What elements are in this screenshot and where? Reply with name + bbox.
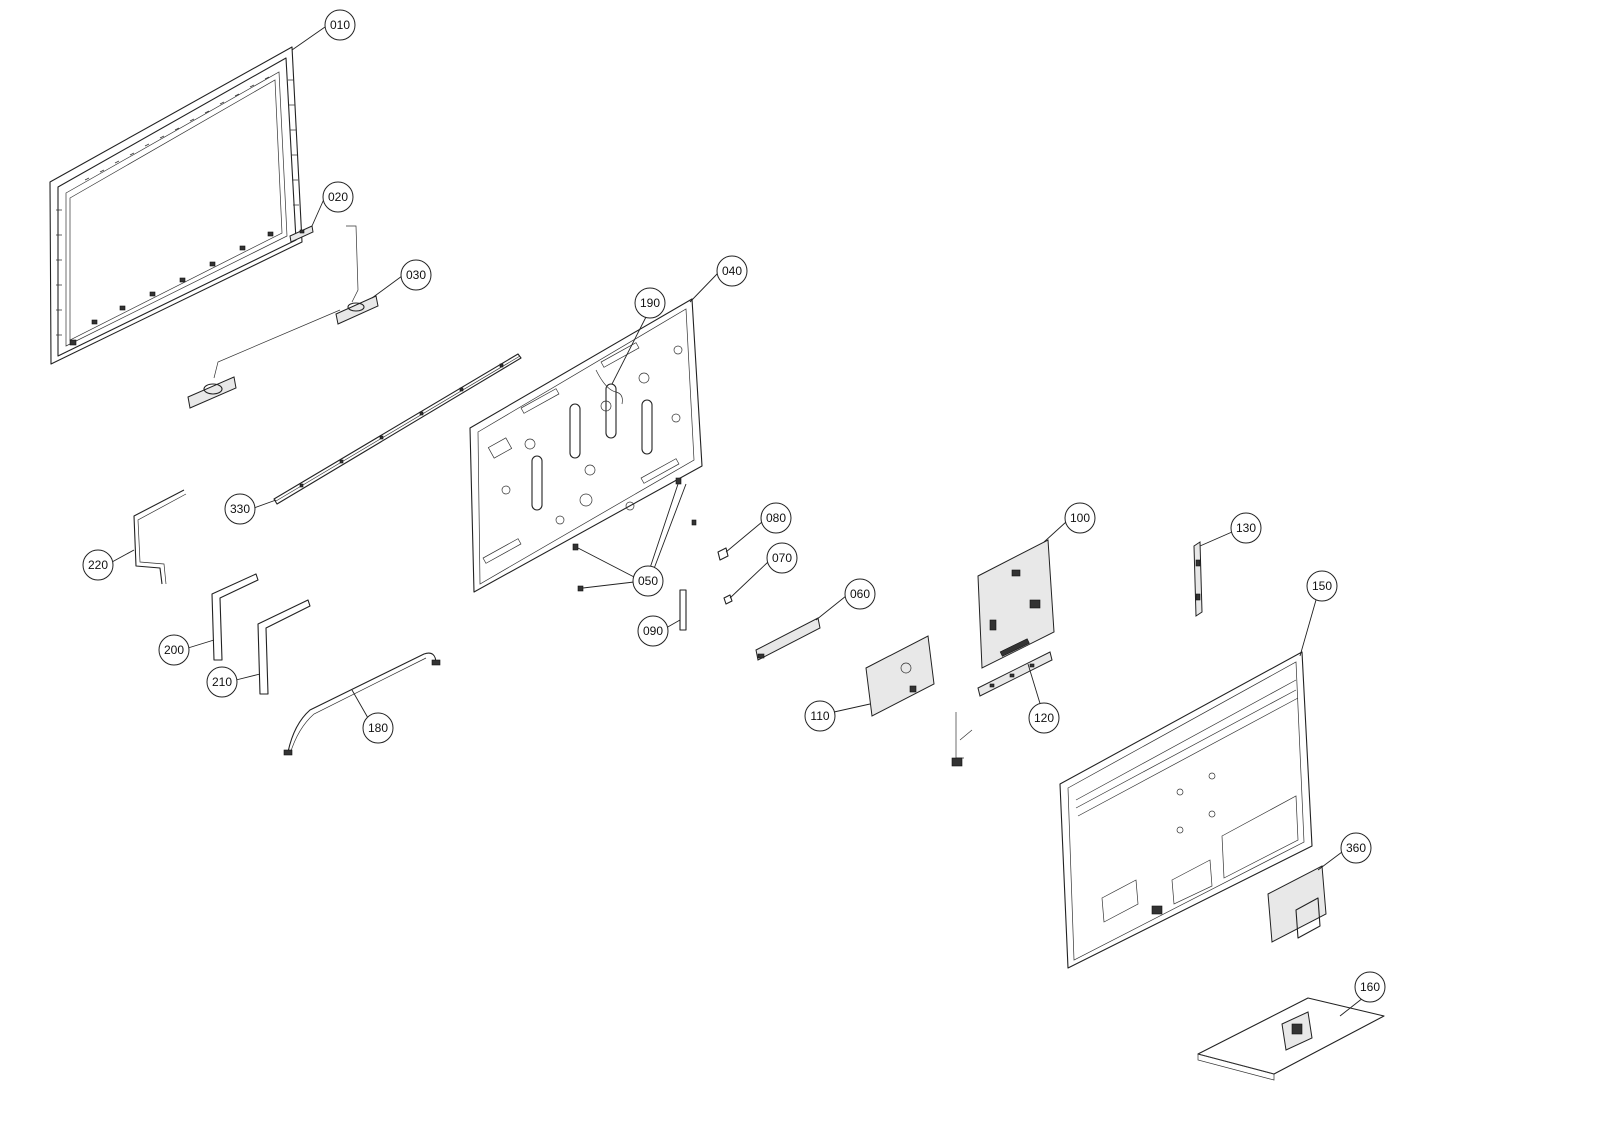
speakers-part (187, 225, 379, 409)
ffc-200-part (211, 573, 259, 661)
callout-060: 060 (850, 587, 870, 601)
callout-330: 330 (230, 502, 250, 516)
bracket-part (1193, 541, 1203, 617)
small-parts (679, 547, 733, 631)
callout-360: 360 (1346, 841, 1366, 855)
callout-120: 120 (1034, 711, 1054, 725)
side-av-board-part (951, 651, 1053, 767)
ffc-210-part (257, 599, 311, 695)
callout-050: 050 (638, 574, 658, 588)
callout-020: 020 (328, 190, 348, 204)
led-bar-part (273, 353, 522, 505)
callout-080: 080 (766, 511, 786, 525)
callout-110: 110 (810, 709, 829, 723)
callout-220: 220 (88, 558, 108, 572)
callout-150: 150 (1312, 579, 1332, 593)
cable-220-part (133, 489, 187, 585)
callout-100: 100 (1070, 511, 1090, 525)
main-board-part (977, 539, 1055, 669)
callout-040: 040 (722, 264, 742, 278)
key-board-part (755, 617, 821, 661)
callout-070: 070 (772, 551, 792, 565)
harness-180-part (283, 652, 441, 756)
callout-180: 180 (368, 721, 388, 735)
back-cover-part (1059, 651, 1313, 969)
stand-base-part (1197, 997, 1385, 1081)
ir-board-part (289, 225, 314, 243)
clips-part (572, 477, 697, 592)
callout-030: 030 (406, 268, 426, 282)
callout-010: 010 (330, 18, 350, 32)
front-bezel-part (49, 46, 303, 365)
callout-130: 130 (1236, 521, 1256, 535)
callout-160: 160 (1360, 980, 1380, 994)
chassis-frame-part (469, 298, 703, 593)
callout-200: 200 (164, 643, 184, 657)
callout-210: 210 (212, 675, 232, 689)
stand-neck-part (1267, 865, 1327, 943)
callout-190: 190 (640, 296, 660, 310)
power-board-part (865, 635, 935, 717)
callout-090: 090 (643, 624, 663, 638)
